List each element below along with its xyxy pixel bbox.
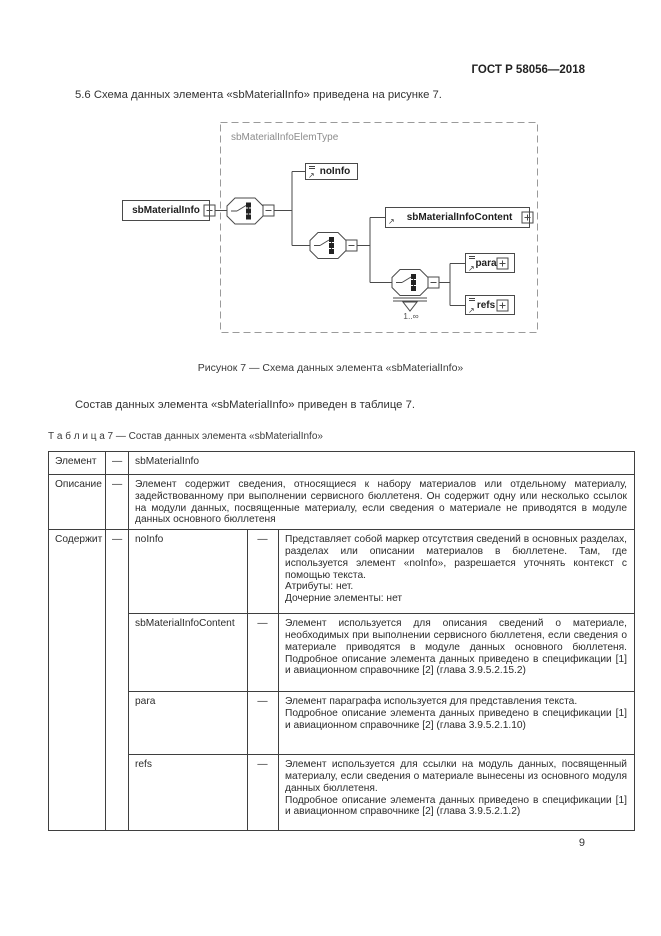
table-row-description: Описание — Элемент содержит сведения, от… <box>48 473 635 531</box>
table-row-contains-refs: refs — Элемент используется для ссылки н… <box>49 754 635 832</box>
description-cell: Элемент содержит сведения, относящиеся к… <box>128 473 635 531</box>
dash-cell: — <box>105 529 129 832</box>
page-header-standard-number: ГОСТ Р 58056—2018 <box>471 64 585 76</box>
row-label: Содержит <box>48 529 106 832</box>
row-label: Описание <box>48 473 106 531</box>
element-icon: ↗ <box>468 254 477 273</box>
description-cell: Элемент используется для описания сведен… <box>278 613 635 693</box>
description-text: Атрибуты: нет. <box>285 581 354 593</box>
schema-node-label: refs <box>476 299 496 311</box>
element-composition-table: Элемент — sbMaterialInfo Описание — Элем… <box>48 451 635 832</box>
section-5-6-paragraph: 5.6 Схема данных элемента «sbMaterialInf… <box>75 89 442 101</box>
table-caption: Т а б л и ц а 7 — Состав данных элемента… <box>48 431 323 442</box>
description-text: Элемент используется для ссылки на модул… <box>285 759 627 794</box>
complex-type-label: sbMaterialInfoElemType <box>231 132 339 143</box>
choice-connector-icon <box>226 197 264 225</box>
element-icon: ↗ <box>308 164 317 180</box>
element-name-cell: sbMaterialInfo <box>128 451 635 475</box>
schema-node-label: sbMaterialInfoContent <box>406 212 513 223</box>
choice-connector-icon <box>309 232 347 259</box>
child-name-cell: para <box>128 691 248 756</box>
dash-cell: — <box>105 451 129 475</box>
dash-cell: — <box>105 473 129 531</box>
collapse-toggle-icon <box>345 239 358 252</box>
element-ref-icon: ↗ <box>388 217 395 226</box>
dash-cell: — <box>247 613 279 693</box>
child-name-cell: noInfo <box>128 529 248 615</box>
repeat-triangle-icon <box>401 301 419 312</box>
description-text: Подробное описание элемента данных приве… <box>285 707 627 731</box>
child-name-cell: refs <box>128 754 248 832</box>
multiplicity-label: 1..∞ <box>403 311 419 321</box>
table-row-contains-noinfo: Содержит — noInfo — Представляет собой м… <box>48 529 635 832</box>
figure-caption: Рисунок 7 — Схема данных элемента «sbMat… <box>197 362 464 374</box>
description-text: Элемент используется для описания сведен… <box>285 618 627 677</box>
child-name-cell: sbMaterialInfoContent <box>128 613 248 693</box>
schema-node-label: para <box>475 257 497 269</box>
schema-node-refs: ↗ refs <box>465 295 515 315</box>
row-label: Элемент <box>48 451 106 475</box>
table-row-contains-content: sbMaterialInfoContent — Элемент использу… <box>49 613 635 693</box>
description-text: Элемент содержит сведения, относящиеся к… <box>135 479 627 526</box>
xml-schema-diagram: sbMaterialInfoElemType sbMaterialInfo ↗ … <box>115 118 545 342</box>
dash-cell: — <box>247 529 279 615</box>
description-text: Дочерние элементы: нет <box>285 593 403 605</box>
collapse-toggle-icon <box>262 204 275 217</box>
table-row-contains-para: para — Элемент параграфа используется дл… <box>49 691 635 756</box>
schema-node-label: noInfo <box>319 166 351 177</box>
table-row-element: Элемент — sbMaterialInfo <box>48 451 635 475</box>
description-text: Элемент параграфа используется для предс… <box>285 696 578 708</box>
connector-lines <box>215 171 465 306</box>
description-cell: Элемент используется для ссылки на модул… <box>278 754 635 832</box>
page-number: 9 <box>578 837 585 849</box>
description-text: Представляет собой маркер отсутствия све… <box>285 534 627 581</box>
description-text: Подробное описание элемента данных приве… <box>285 794 627 818</box>
description-cell: Представляет собой маркер отсутствия све… <box>278 529 635 615</box>
schema-node-noinfo: ↗ noInfo <box>305 163 358 180</box>
choice-connector-repeating-icon <box>391 269 429 312</box>
element-icon: ↗ <box>468 296 477 315</box>
schema-node-label: sbMaterialInfo <box>132 205 200 216</box>
dash-cell: — <box>247 754 279 832</box>
dash-cell: — <box>247 691 279 756</box>
schema-node-para: ↗ para <box>465 253 515 273</box>
table-intro-paragraph: Состав данных элемента «sbMaterialInfo» … <box>75 399 416 411</box>
schema-node-sbmaterialinfocontent: ↗ sbMaterialInfoContent <box>385 207 530 228</box>
schema-node-sbmaterialinfo: sbMaterialInfo <box>122 200 210 221</box>
collapse-toggle-icon <box>427 276 440 289</box>
description-cell: Элемент параграфа используется для предс… <box>278 691 635 756</box>
